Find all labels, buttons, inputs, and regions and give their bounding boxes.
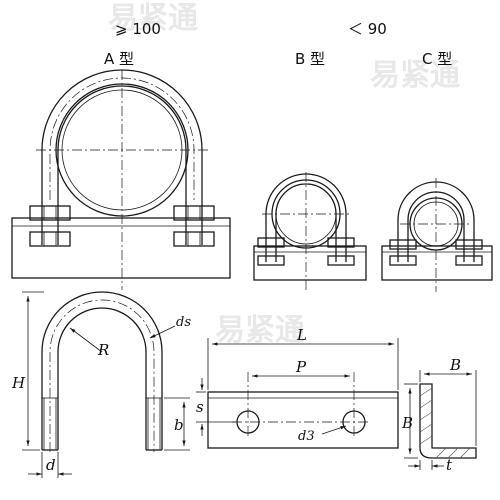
type-a-assembly	[11, 69, 231, 290]
type-b-assembly	[253, 172, 367, 292]
type-a-nut-left-top	[29, 205, 71, 221]
label-lt90: ＜ 90	[348, 20, 387, 38]
type-a-nut-left-bottom	[29, 231, 71, 247]
plate-detail: L P s d3	[196, 326, 399, 449]
watermark-right: 易紧通	[370, 58, 460, 93]
type-a-nut-right-bottom	[173, 231, 215, 247]
type-c-u-bolt	[397, 181, 475, 262]
type-a-u-bolt	[41, 69, 203, 245]
u-bolt-detail-inner	[57, 307, 147, 450]
type-c-nut-right	[455, 239, 483, 250]
dim-label-s: s	[196, 398, 204, 416]
dim-label-p: P	[295, 358, 307, 376]
plate-detail-body	[207, 391, 399, 449]
type-a-base-plate	[11, 217, 231, 279]
type-a-nut-right-top	[173, 205, 215, 221]
u-bolt-detail-outer	[41, 291, 163, 450]
dim-label-t: t	[446, 456, 453, 474]
dim-label-d3: d3	[298, 429, 315, 444]
angle-section	[419, 383, 477, 459]
label-type-a: A 型	[104, 50, 134, 68]
type-c-nut-left	[389, 239, 417, 250]
type-b-u-bolt	[265, 173, 347, 262]
label-type-b: B 型	[295, 50, 325, 68]
u-bolt-detail: R ds H b d	[11, 291, 191, 478]
dim-label-l: L	[296, 326, 307, 344]
watermark-mid: 易紧通	[215, 313, 305, 348]
dim-label-b-side: B	[401, 414, 413, 432]
type-b-nut-right	[327, 237, 355, 248]
type-c-assembly	[381, 178, 493, 292]
label-type-c: C 型	[422, 50, 452, 68]
dim-label-ds: ds	[176, 315, 191, 330]
type-b-nut-left	[257, 237, 285, 248]
dim-label-d: d	[46, 456, 56, 474]
watermark-group: 易紧通 易紧通 易紧通	[108, 1, 460, 348]
label-ge100: ⩾ 100	[115, 20, 161, 38]
type-b-base-plate	[253, 245, 367, 281]
dim-label-b: b	[174, 416, 184, 434]
dim-label-r: R	[97, 341, 109, 359]
watermark-top: 易紧通	[108, 1, 198, 36]
angle-profile: B B t	[401, 356, 477, 474]
dim-label-h: H	[11, 374, 26, 392]
dim-label-b-top: B	[449, 356, 461, 374]
